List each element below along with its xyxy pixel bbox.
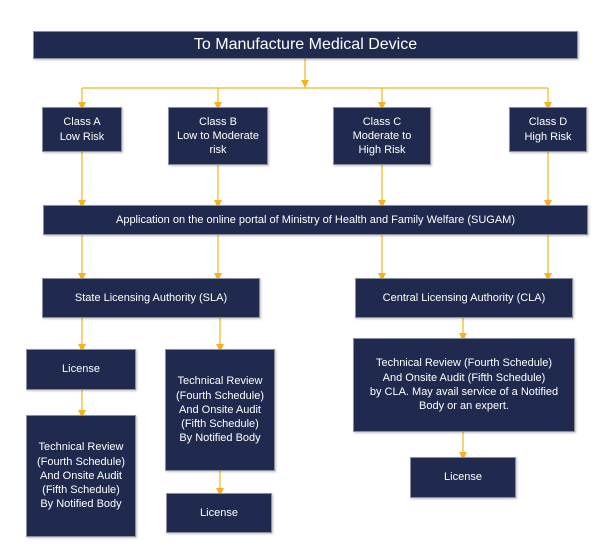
application-box: Application on the online portal of Mini… [43, 205, 588, 235]
sla-review-box-1: Technical Review (Fourth Schedule) And O… [26, 415, 136, 537]
title-box: To Manufacture Medical Device [33, 31, 578, 59]
cla-license-box: License [410, 457, 516, 498]
class-d-box: Class D High Risk [509, 107, 587, 152]
sla-license-box-1: License [26, 349, 136, 390]
class-c-box: Class C Moderate to High Risk [333, 107, 431, 165]
class-a-box: Class A Low Risk [42, 107, 122, 152]
sla-license-box-2: License [166, 493, 272, 533]
sla-review-box-2: Technical Review (Fourth Schedule) And O… [165, 349, 275, 471]
cla-review-box: Technical Review (Fourth Schedule) And O… [353, 338, 575, 432]
cla-box: Central Licensing Authority (CLA) [355, 278, 573, 318]
class-b-box: Class B Low to Moderate risk [168, 107, 268, 165]
sla-box: State Licensing Authority (SLA) [42, 278, 260, 318]
